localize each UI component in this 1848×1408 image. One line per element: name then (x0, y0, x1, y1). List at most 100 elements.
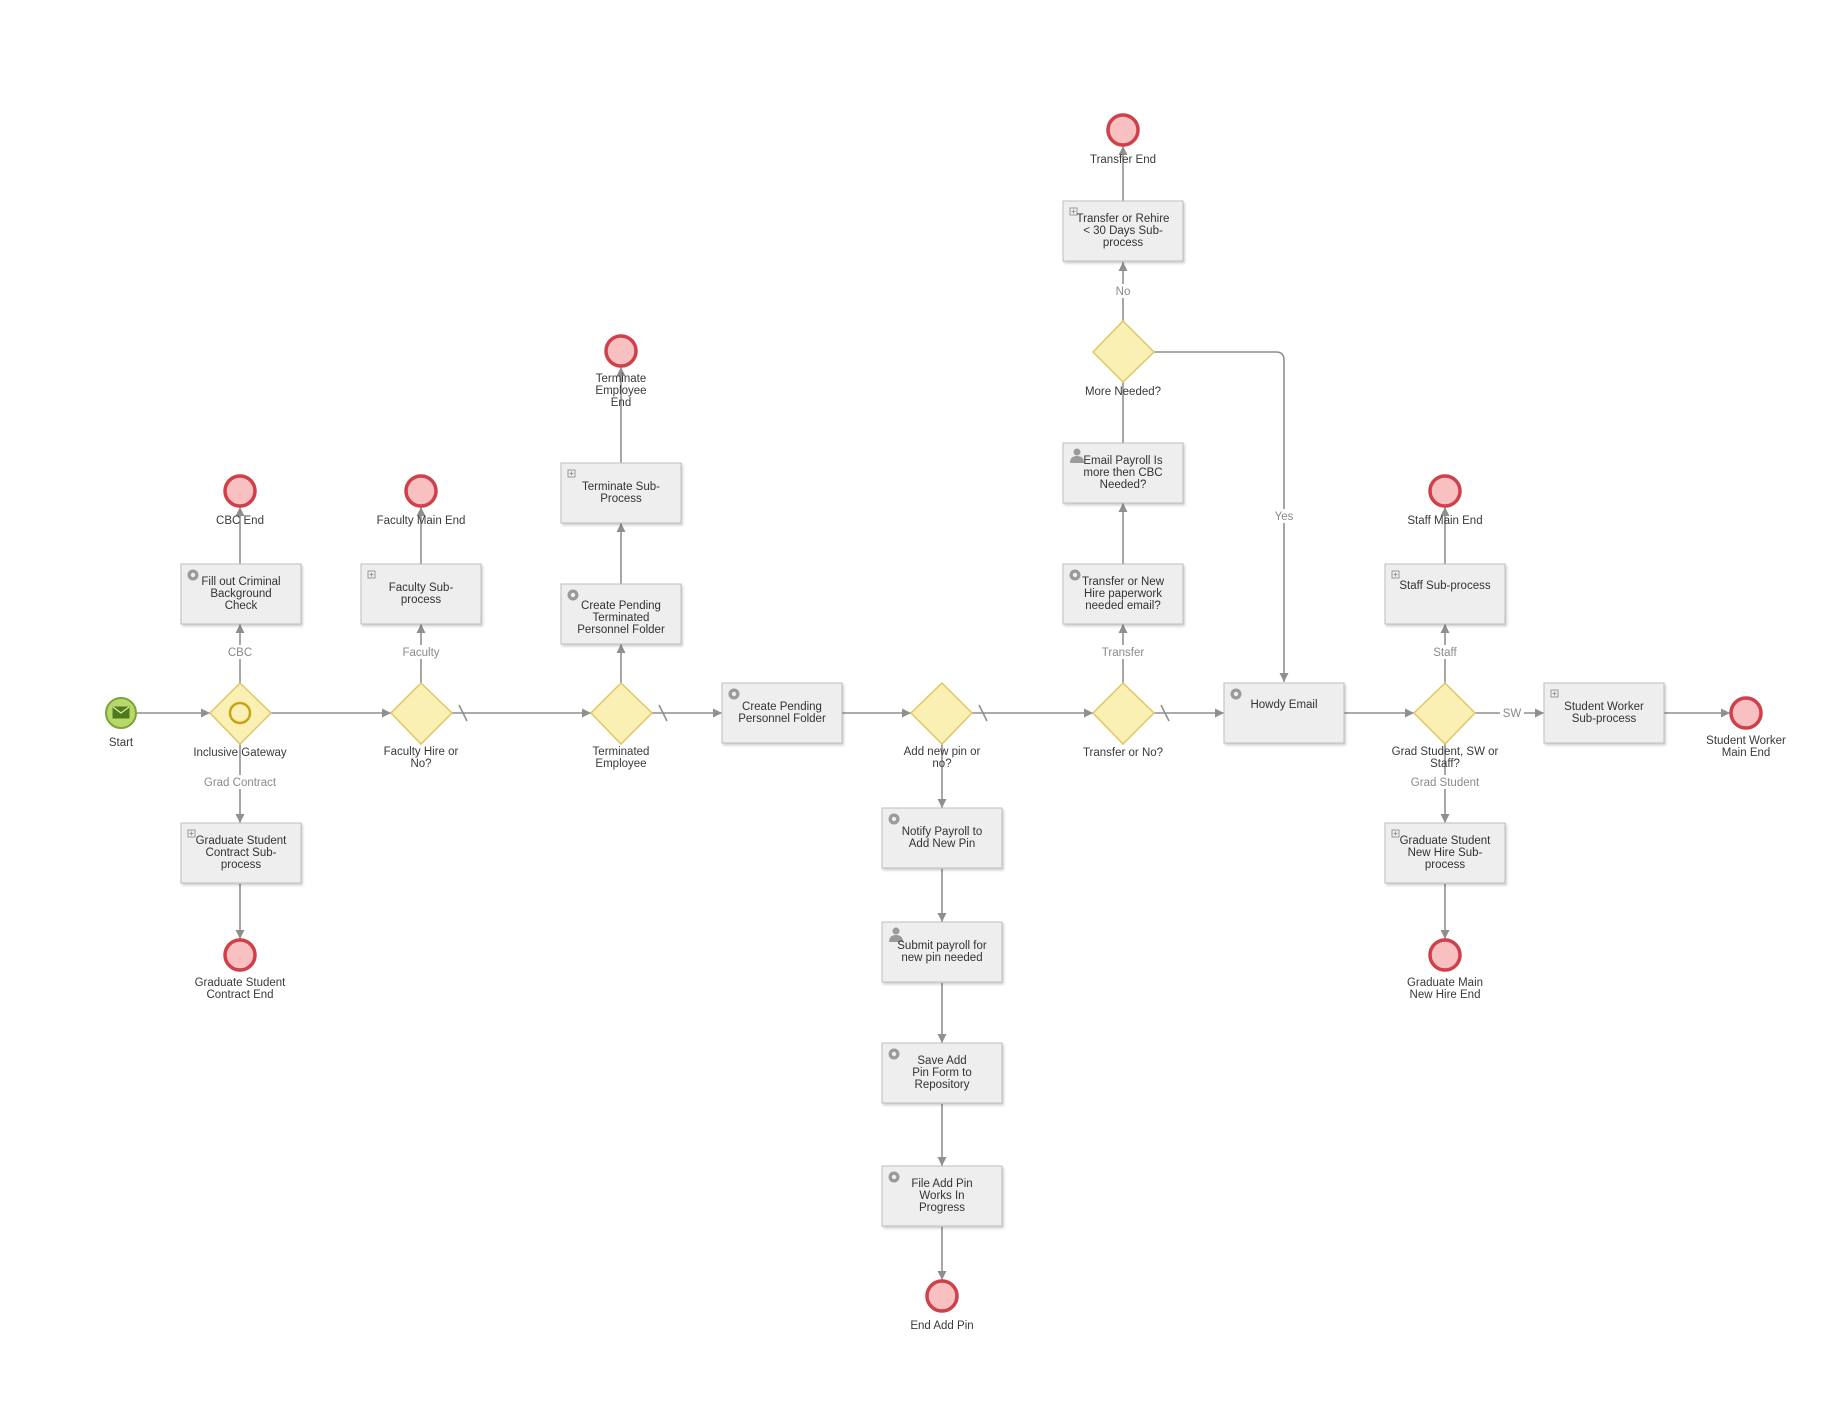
flow-label-no: No (1116, 286, 1131, 298)
start-event[interactable] (105, 697, 137, 729)
task-staff-subprocess-label: Staff Sub-process (1399, 580, 1491, 592)
subprocess-icon (367, 570, 376, 579)
end-add-pin-event[interactable] (925, 1279, 959, 1313)
task-faculty-subprocess[interactable]: Faculty Sub-process (360, 563, 482, 625)
flow-label-sw: SW (1503, 708, 1522, 720)
task-fill-out-cbc-label: Fill out Criminal Background Check (201, 576, 281, 612)
grad-new-hire-end-label: Graduate Main New Hire End (1406, 977, 1484, 1001)
task-email-payroll-label: Email Payroll Is more then CBC Needed? (1083, 455, 1163, 491)
staff-main-end-label: Staff Main End (1407, 515, 1482, 527)
task-submit-payroll-label: Submit payroll for new pin needed (897, 940, 987, 964)
student-worker-end-event[interactable] (1729, 696, 1763, 730)
task-fill-out-cbc[interactable]: Fill out Criminal Background Check (180, 563, 302, 625)
task-grad-contract-subprocess-label: Graduate Student Contract Sub-process (195, 835, 287, 871)
task-howdy-email[interactable]: Howdy Email (1223, 682, 1345, 744)
task-howdy-email-label: Howdy Email (1250, 699, 1318, 711)
default-flow-marker (978, 704, 988, 722)
task-transfer-paperwork-label: Transfer or New Hire paperwork needed em… (1081, 576, 1164, 612)
inclusive-gateway[interactable] (208, 681, 273, 746)
start-event-label: Start (109, 737, 134, 749)
gear-icon (728, 688, 740, 700)
user-icon (889, 927, 903, 942)
transfer-gateway[interactable] (1091, 681, 1156, 746)
task-faculty-subprocess-label: Faculty Sub-process (388, 582, 454, 606)
more-needed-gateway-label: More Needed? (1085, 386, 1161, 398)
task-transfer-rehire-subprocess[interactable]: Transfer or Rehire < 30 Days Sub-process (1062, 200, 1184, 262)
faculty-main-end-event[interactable] (404, 474, 438, 508)
subprocess-icon (567, 469, 576, 478)
transfer-end-label: Transfer End (1090, 154, 1156, 166)
task-grad-new-hire-subprocess[interactable]: Graduate Student New Hire Sub-process (1384, 822, 1506, 884)
faculty-hire-gateway-label: Faculty Hire or No? (383, 746, 459, 770)
gear-icon (567, 589, 579, 601)
flow-label-cbc: CBC (228, 647, 252, 659)
task-transfer-paperwork[interactable]: Transfer or New Hire paperwork needed em… (1062, 563, 1184, 625)
task-file-add-pin[interactable]: File Add Pin Works In Progress (881, 1165, 1003, 1227)
grad-sw-staff-gateway-label: Grad Student, SW or Staff? (1391, 746, 1499, 770)
terminate-employee-end-label: Terminate Employee End (595, 373, 647, 407)
grad-sw-staff-gateway[interactable] (1412, 681, 1477, 746)
user-icon (1070, 448, 1084, 463)
task-transfer-rehire-subprocess-label: Transfer or Rehire < 30 Days Sub-process (1076, 213, 1170, 249)
grad-new-hire-end-event[interactable] (1428, 938, 1462, 972)
add-pin-gateway-label: Add new pin or no? (903, 746, 981, 770)
flow-label-faculty: Faculty (402, 647, 439, 659)
add-pin-gateway[interactable] (909, 681, 974, 746)
subprocess-icon (1391, 829, 1400, 838)
task-student-worker-subprocess-label: Student Worker Sub-process (1564, 701, 1644, 725)
transfer-end-event[interactable] (1106, 113, 1140, 147)
student-worker-end-label: Student Worker Main End (1706, 735, 1786, 759)
end-add-pin-label: End Add Pin (910, 1320, 973, 1332)
gear-icon (187, 569, 199, 581)
gear-icon (888, 813, 900, 825)
faculty-hire-gateway[interactable] (389, 681, 454, 746)
task-create-pending-personnel[interactable]: Create Pending Personnel Folder (721, 682, 843, 744)
task-save-add-pin-label: Save Add Pin Form to Repository (912, 1055, 972, 1091)
task-create-pending-terminated[interactable]: Create Pending Terminated Personnel Fold… (560, 583, 682, 645)
terminated-gateway[interactable] (589, 681, 654, 746)
more-needed-gateway[interactable] (1091, 319, 1156, 384)
task-student-worker-subprocess[interactable]: Student Worker Sub-process (1543, 682, 1665, 744)
task-email-payroll[interactable]: Email Payroll Is more then CBC Needed? (1062, 442, 1184, 504)
grad-contract-end-label: Graduate Student Contract End (194, 977, 286, 1001)
staff-main-end-event[interactable] (1428, 474, 1462, 508)
gear-icon (1230, 688, 1242, 700)
inclusive-gateway-label: Inclusive Gateway (193, 747, 287, 759)
gear-icon (1069, 569, 1081, 581)
task-file-add-pin-label: File Add Pin Works In Progress (911, 1178, 973, 1214)
task-staff-subprocess[interactable]: Staff Sub-process (1384, 563, 1506, 625)
subprocess-icon (1550, 689, 1559, 698)
task-grad-contract-subprocess[interactable]: Graduate Student Contract Sub-process (180, 822, 302, 884)
sequence-flows (137, 146, 1730, 1280)
gear-icon (888, 1048, 900, 1060)
events: Start CBC End Faculty Main End Terminate… (105, 113, 1786, 1332)
default-flow-marker (658, 704, 668, 722)
flow-label-grad-student: Grad Student (1411, 777, 1480, 789)
tasks: Fill out Criminal Background Check Gradu… (180, 200, 1665, 1227)
cbc-end-label: CBC End (216, 515, 264, 527)
terminate-employee-end-event[interactable] (604, 334, 638, 368)
terminated-gateway-label: Terminated Employee (592, 746, 650, 770)
task-terminate-subprocess[interactable]: Terminate Sub-Process (560, 462, 682, 524)
default-flow-marker (1160, 704, 1170, 722)
cbc-end-event[interactable] (223, 474, 257, 508)
task-save-add-pin[interactable]: Save Add Pin Form to Repository (881, 1042, 1003, 1104)
flow-label-yes: Yes (1275, 511, 1294, 523)
flow-yes[interactable] (1154, 351, 1289, 682)
envelope-icon (112, 706, 130, 719)
default-flow-marker (458, 704, 468, 722)
task-notify-payroll[interactable]: Notify Payroll to Add New Pin (881, 807, 1003, 869)
subprocess-icon (1391, 570, 1400, 579)
grad-contract-end-event[interactable] (223, 938, 257, 972)
subprocess-icon (187, 829, 196, 838)
flow-label-grad-contract: Grad Contract (204, 777, 277, 789)
task-grad-new-hire-subprocess-label: Graduate Student New Hire Sub-process (1399, 835, 1491, 871)
flow-label-transfer: Transfer (1102, 647, 1145, 659)
inclusive-circle-icon (228, 701, 252, 725)
gear-icon (888, 1171, 900, 1183)
task-submit-payroll[interactable]: Submit payroll for new pin needed (881, 921, 1003, 983)
gateways: Inclusive Gateway Faculty Hire or No? Te… (193, 319, 1499, 770)
flow-labels: CBC Grad Contract Faculty Transfer No Ye… (198, 284, 1524, 789)
flow-label-staff: Staff (1433, 647, 1457, 659)
